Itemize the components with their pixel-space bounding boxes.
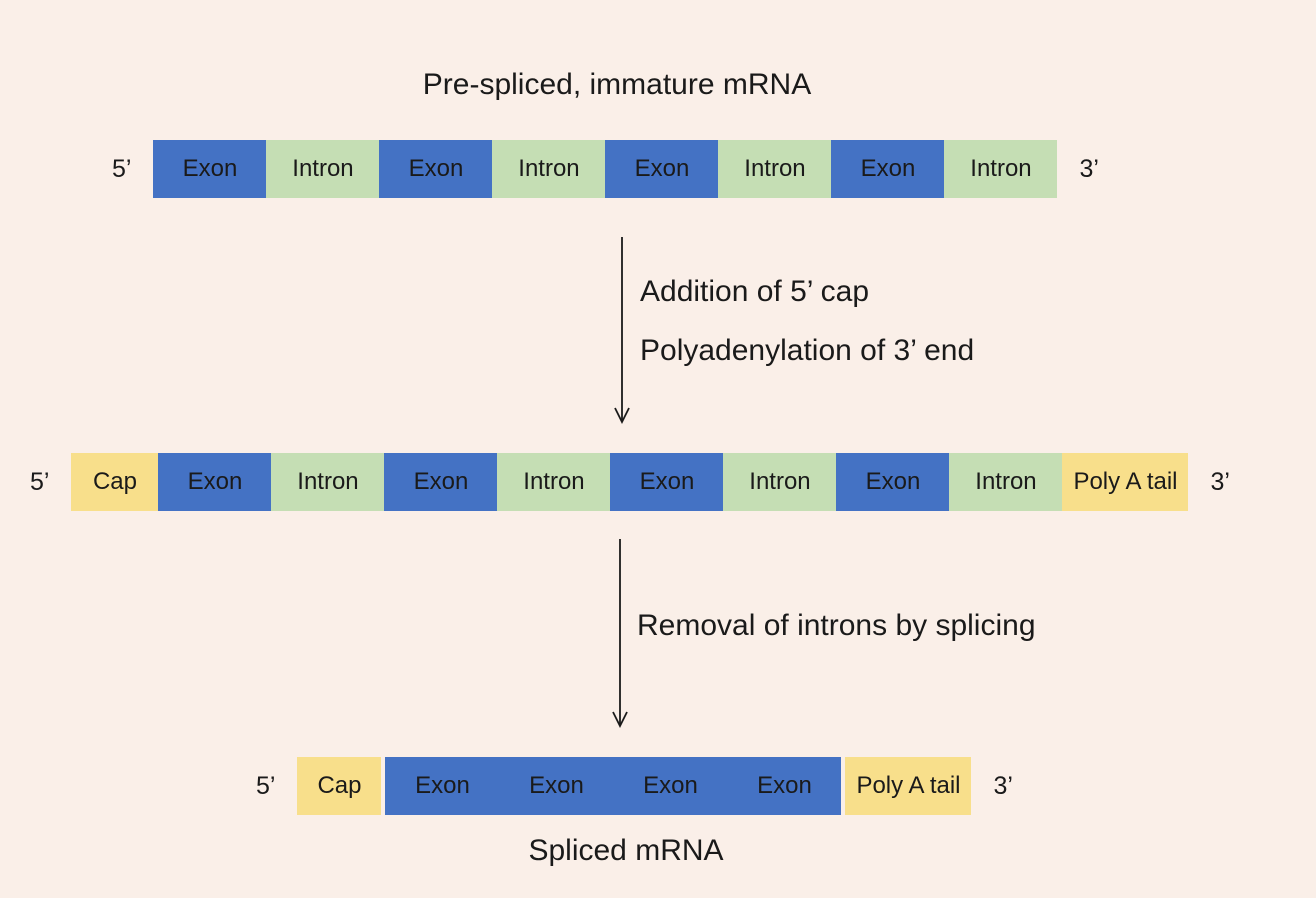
segment-intron: Intron <box>492 140 606 198</box>
segment-intron: Intron <box>723 453 837 511</box>
three-prime-label: 3’ <box>993 771 1013 800</box>
segment-cap: Cap <box>71 453 159 511</box>
step1-line1: Addition of 5’ cap <box>640 275 870 308</box>
five-prime-label: 5’ <box>30 467 50 496</box>
spliced-mrna-segments: Cap Exon Exon Exon Exon Poly A tail <box>297 757 972 815</box>
exon-label: Exon <box>529 772 584 799</box>
segment-intron: Intron <box>266 140 380 198</box>
five-prime-label: 5’ <box>256 771 276 800</box>
segment-intron: Intron <box>271 453 385 511</box>
pre-mrna-segments: Exon Intron Exon Intron Exon Intron Exon… <box>153 140 1058 198</box>
segment-exon: Exon <box>379 140 493 198</box>
segment-exon: Exon <box>831 140 945 198</box>
processed-mrna-bar: 5’ Cap Exon Intron Exon Intron Exon Intr… <box>30 453 1230 511</box>
segment-poly-a-tail: Poly A tail <box>845 757 972 815</box>
spliced-mrna-bar: 5’ Cap Exon Exon Exon Exon Poly A tail 3… <box>256 757 1013 815</box>
three-prime-label: 3’ <box>1210 467 1230 496</box>
pre-mrna-bar: 5’ Exon Intron Exon Intron Exon Intron E… <box>112 140 1099 198</box>
segment-intron: Intron <box>944 140 1058 198</box>
segment-exon: Exon <box>384 453 498 511</box>
step1-annotation: Addition of 5’ cap Polyadenylation of 3’… <box>640 262 974 380</box>
exon-label: Exon <box>757 772 812 799</box>
segment-exon: Exon <box>610 453 724 511</box>
segment-exon: Exon <box>153 140 267 198</box>
exon-label: Exon <box>415 772 470 799</box>
processed-mrna-segments: Cap Exon Intron Exon Intron Exon Intron … <box>71 453 1189 511</box>
spliced-mrna-caption: Spliced mRNA <box>528 834 724 867</box>
segment-exon-block: Exon Exon Exon Exon <box>385 757 842 815</box>
arrow-down-icon <box>612 539 628 728</box>
step2-line1: Removal of introns by splicing <box>637 609 1036 642</box>
segment-exon: Exon <box>605 140 719 198</box>
segment-exon: Exon <box>836 453 950 511</box>
three-prime-label: 3’ <box>1079 154 1099 183</box>
pre-mrna-title: Pre-spliced, immature mRNA <box>422 68 812 101</box>
step2-annotation: Removal of introns by splicing <box>637 603 1036 649</box>
segment-intron: Intron <box>718 140 832 198</box>
exon-label: Exon <box>643 772 698 799</box>
segment-cap: Cap <box>297 757 382 815</box>
segment-poly-a-tail: Poly A tail <box>1062 453 1189 511</box>
arrow-down-icon <box>614 237 630 424</box>
segment-intron: Intron <box>949 453 1063 511</box>
five-prime-label: 5’ <box>112 154 132 183</box>
step1-line2: Polyadenylation of 3’ end <box>640 334 975 367</box>
segment-exon: Exon <box>158 453 272 511</box>
segment-intron: Intron <box>497 453 611 511</box>
